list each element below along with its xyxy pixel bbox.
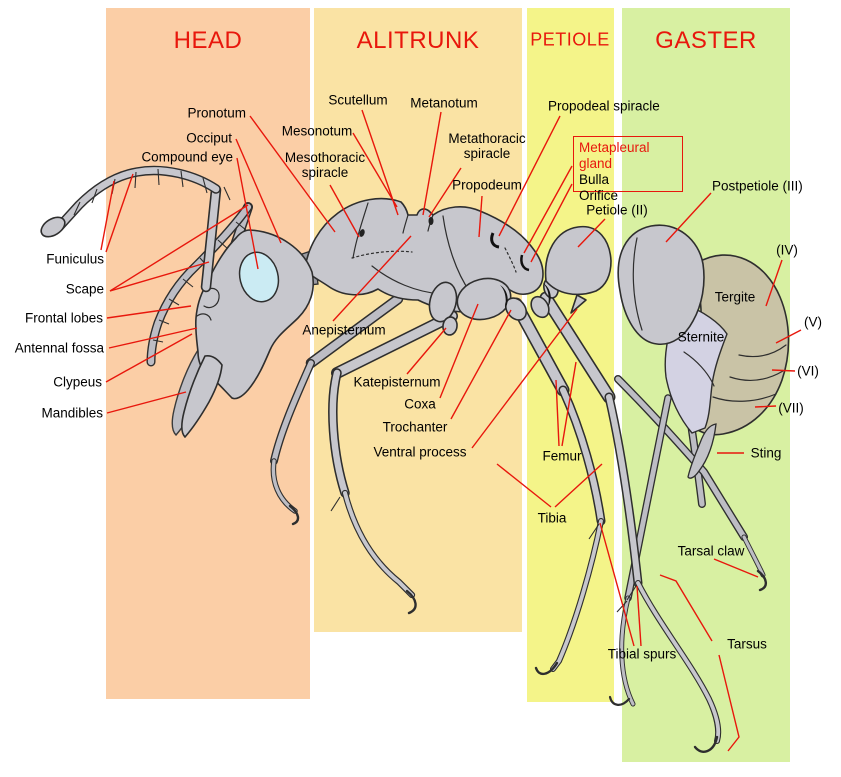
label-tergite: Tergite [714,289,756,305]
label-sternite: Sternite [677,329,725,345]
label-clypeus: Clypeus [53,374,102,390]
coxae [428,277,551,336]
label-segment-v: (V) [804,314,822,330]
compound-eye-shape [238,251,280,303]
label-coxa: Coxa [404,396,436,412]
region-header-gaster: GASTER [655,27,757,54]
label-femur: Femur [542,448,582,464]
label-propodeum: Propodeum [452,177,522,193]
label-mesothoracic-spiracle: Mesothoracic spiracle [284,150,366,180]
label-segment-vii: (VII) [778,400,804,416]
label-postpetiole-iii: Postpetiole (III) [712,178,803,194]
metapleural-gland-box: Metapleural gland Bulla Orifice [573,136,683,203]
front-coxa [428,281,458,323]
petiole-node [544,225,612,296]
label-trochanter: Trochanter [382,419,448,435]
antenna-club [40,216,66,238]
label-occiput: Occiput [186,130,232,146]
label-tibial-spurs: Tibial spurs [607,646,677,662]
region-header-petiole: PETIOLE [530,29,610,50]
postpetiole-node [617,224,705,346]
propodeal-spiracle-mark [490,232,500,249]
label-anepisternum: Anepisternum [302,322,386,338]
mesothoracic-spiracle-mark [359,229,365,237]
petiole-group [543,225,612,314]
label-tibia: Tibia [537,510,567,526]
label-compound-eye: Compound eye [141,149,233,165]
label-ventral-process: Ventral process [373,444,467,460]
label-segment-vi: (VI) [797,363,819,379]
mid-coxa [456,277,512,321]
sting-shape [687,423,717,479]
metathoracic-spiracle-mark [428,217,434,225]
label-scape: Scape [65,281,104,297]
region-header-alitrunk: ALITRUNK [356,27,480,54]
mandible [181,355,223,438]
near-legs [328,291,722,753]
metapleural-bulla-label: Bulla [579,172,610,187]
label-metanotum: Metanotum [410,95,478,111]
label-segment-iv: (IV) [776,242,798,258]
label-tarsus: Tarsus [727,636,767,652]
metapleural-gland-mark [520,254,530,272]
label-katepisternum: Katepisternum [353,374,441,390]
label-metathoracic-spiracle: Metathoracic spiracle [448,131,526,161]
label-funiculus: Funiculus [46,251,104,267]
ventral-process-shape [570,294,587,314]
label-frontal-lobes: Frontal lobes [24,310,103,326]
metapleural-gland-title: Metapleural gland [579,140,650,171]
alitrunk-region-band [314,8,522,632]
region-header-head: HEAD [173,27,243,54]
label-scutellum: Scutellum [328,92,388,108]
near-antenna [40,165,231,293]
leader-lines [100,109,802,752]
label-propodeal-spiracle: Propodeal spiracle [548,98,660,114]
metapleural-orifice-label: Orifice [579,188,619,203]
label-pronotum: Pronotum [187,105,246,121]
label-sting: Sting [750,445,782,461]
label-petiole-ii: Petiole (II) [586,202,648,218]
label-tarsal-claw: Tarsal claw [677,543,745,559]
label-mandibles: Mandibles [41,405,103,421]
label-mesonotum: Mesonotum [281,123,353,139]
label-antennal-fossa: Antennal fossa [14,340,104,356]
gaster-group [617,224,790,479]
